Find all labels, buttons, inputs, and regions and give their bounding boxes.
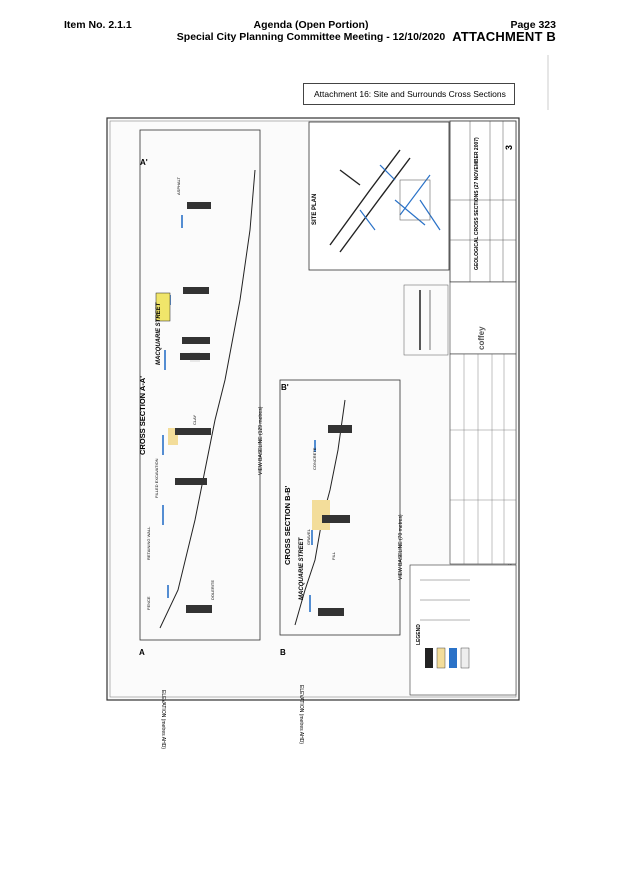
cross-section-a: CROSS SECTION A-A' VIEW BASELINE (129 me…	[138, 129, 264, 749]
section-a-elevation-axis: ELEVATION (metres AHD)	[160, 690, 166, 749]
section-b-frame	[279, 379, 401, 636]
borehole-bar	[183, 287, 209, 294]
title-block	[449, 120, 517, 283]
drawing-title: GEOLOGICAL CROSS SECTIONS (27 NOVEMBER 2…	[474, 137, 480, 270]
borehole-bar	[175, 428, 211, 435]
borehole-bar	[328, 425, 352, 433]
label-dolerite: DOLERITE	[210, 580, 215, 600]
scale-notes	[403, 284, 449, 356]
section-b-title: CROSS SECTION B-B'	[283, 485, 292, 565]
borehole-bar	[318, 608, 344, 616]
marker-b: B	[280, 648, 286, 657]
section-a-annotations	[162, 215, 183, 598]
label-retaining-wall: RETAINING WALL	[146, 526, 151, 560]
cross-section-b: CROSS SECTION B-B' VIEW BASELINE (70 met…	[279, 379, 404, 744]
revision-table	[449, 353, 517, 565]
legend-swatch-water	[449, 648, 457, 668]
label-clay: CLAY	[192, 415, 197, 425]
site-plan-roads	[329, 149, 411, 253]
attachment-caption: Attachment 16: Site and Surrounds Cross …	[303, 83, 515, 105]
label-fence: FENCE	[146, 596, 151, 610]
section-a-ground-profile	[159, 169, 256, 629]
section-b-street: MACQUARIE STREET	[299, 536, 305, 600]
item-number: Item No. 2.1.1	[64, 19, 132, 31]
borehole-bar	[186, 605, 212, 613]
section-b-baseline: VIEW BASELINE (70 metres)	[398, 514, 404, 580]
section-a-legend-tag	[155, 292, 171, 322]
label-asphalt: ASPHALT	[176, 177, 181, 195]
legend-swatch-rock	[425, 648, 433, 668]
marker-a-prime: A'	[140, 158, 148, 167]
page-number: Page 323	[510, 19, 556, 31]
section-a-title: CROSS SECTION A-A'	[138, 376, 147, 455]
borehole-bar	[322, 515, 350, 523]
borehole-bar	[180, 353, 210, 360]
marker-b-prime: B'	[281, 383, 289, 392]
agenda-heading: Agenda (Open Portion) Special City Plann…	[0, 19, 622, 43]
site-plan-label: SITE PLAN	[312, 194, 318, 225]
legend-swatch-fill	[436, 647, 446, 669]
section-a-frame	[139, 129, 261, 641]
label-filled-excavation: FILLED EXCAVATION	[154, 458, 159, 498]
company-logo: coffey	[477, 326, 486, 350]
borehole-bar	[187, 202, 211, 209]
meeting-title: Special City Planning Committee Meeting …	[176, 31, 446, 43]
label-concrete: CONCRETE	[312, 447, 317, 470]
legend-block	[409, 564, 517, 696]
borehole-bar	[175, 478, 207, 485]
label-gravel: GRAVEL	[306, 528, 311, 545]
section-b-annotations	[309, 440, 316, 612]
borehole-bar	[182, 337, 210, 344]
section-b-elevation-axis: ELEVATION (metres AHD)	[298, 685, 304, 744]
legend-title: LEGEND	[416, 624, 422, 645]
section-a-street: MACQUARIE STREET	[156, 301, 162, 365]
site-plan-building	[399, 179, 431, 221]
agenda-title: Agenda (Open Portion)	[253, 19, 369, 31]
marker-a: A	[139, 648, 145, 657]
label-fill: FILL	[331, 551, 336, 560]
site-plan-inset	[308, 121, 450, 271]
attachment-label: ATTACHMENT B	[452, 29, 556, 44]
drawing-number: 3	[504, 145, 514, 150]
legend-swatch-clay	[460, 647, 470, 669]
section-a-baseline: VIEW BASELINE (129 metres)	[258, 406, 264, 475]
